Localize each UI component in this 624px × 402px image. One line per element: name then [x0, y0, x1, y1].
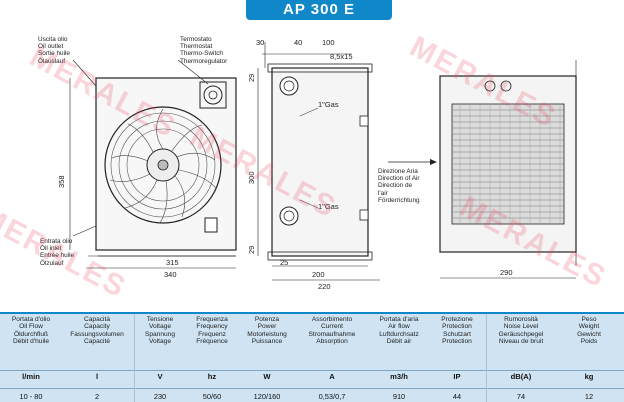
dim-25: 25 [280, 258, 289, 267]
dim-30: 30 [256, 38, 265, 47]
spec-unit: A [329, 372, 335, 381]
spec-value: 2 [94, 392, 100, 401]
brand-logo-icon [484, 80, 496, 92]
spec-value: 12 [584, 392, 594, 401]
column-divider [134, 314, 135, 402]
oil-port-top [279, 76, 299, 96]
spec-unit: l/min [22, 372, 40, 381]
port-bottom-label: 1"Gas [318, 202, 339, 211]
spec-value: 910 [392, 392, 406, 401]
side-view-housing [271, 67, 369, 257]
fan-guard [104, 106, 222, 224]
row-divider [0, 388, 624, 389]
thermostat-housing [199, 81, 227, 109]
column-divider [486, 314, 487, 402]
dim-29-bottom: 29 [247, 245, 256, 254]
dim-100: 100 [322, 38, 335, 47]
port-top-label: 1"Gas [318, 100, 339, 109]
dim-220: 220 [318, 282, 331, 291]
dim-315: 315 [166, 258, 179, 267]
spec-unit: kg [584, 372, 594, 381]
spec-unit: hz [207, 372, 217, 381]
dim-29-top: 29 [247, 73, 256, 82]
dim-40: 40 [294, 38, 303, 47]
spec-unit: dB(A) [510, 372, 532, 381]
dim-slot: 8,5x15 [330, 52, 353, 61]
spec-unit: l [95, 372, 99, 381]
spec-value: 44 [452, 392, 462, 401]
spec-value: 10 - 80 [19, 392, 43, 401]
spec-value: 230 [153, 392, 167, 401]
dim-340: 340 [164, 270, 177, 279]
spec-unit: V [157, 372, 163, 381]
thermostat-knob [203, 85, 223, 105]
junction-box [204, 217, 218, 233]
spec-unit: W [263, 372, 271, 381]
ce-mark-icon [500, 80, 512, 92]
spec-value: 50/60 [202, 392, 222, 401]
dim-290: 290 [500, 268, 513, 277]
spec-value: 74 [516, 392, 526, 401]
row-divider [0, 370, 624, 371]
dim-300: 300 [247, 171, 256, 184]
spec-value: 120/160 [253, 392, 281, 401]
oil-port-bottom [279, 206, 299, 226]
spec-unit: IP [453, 372, 461, 381]
spec-value: 0,53/0,7 [318, 392, 346, 401]
dim-358: 358 [57, 175, 66, 188]
product-title: AP 300 E [246, 0, 392, 20]
spec-unit: m3/h [390, 372, 408, 381]
drawing-lines [69, 42, 577, 281]
dim-200: 200 [312, 270, 325, 279]
